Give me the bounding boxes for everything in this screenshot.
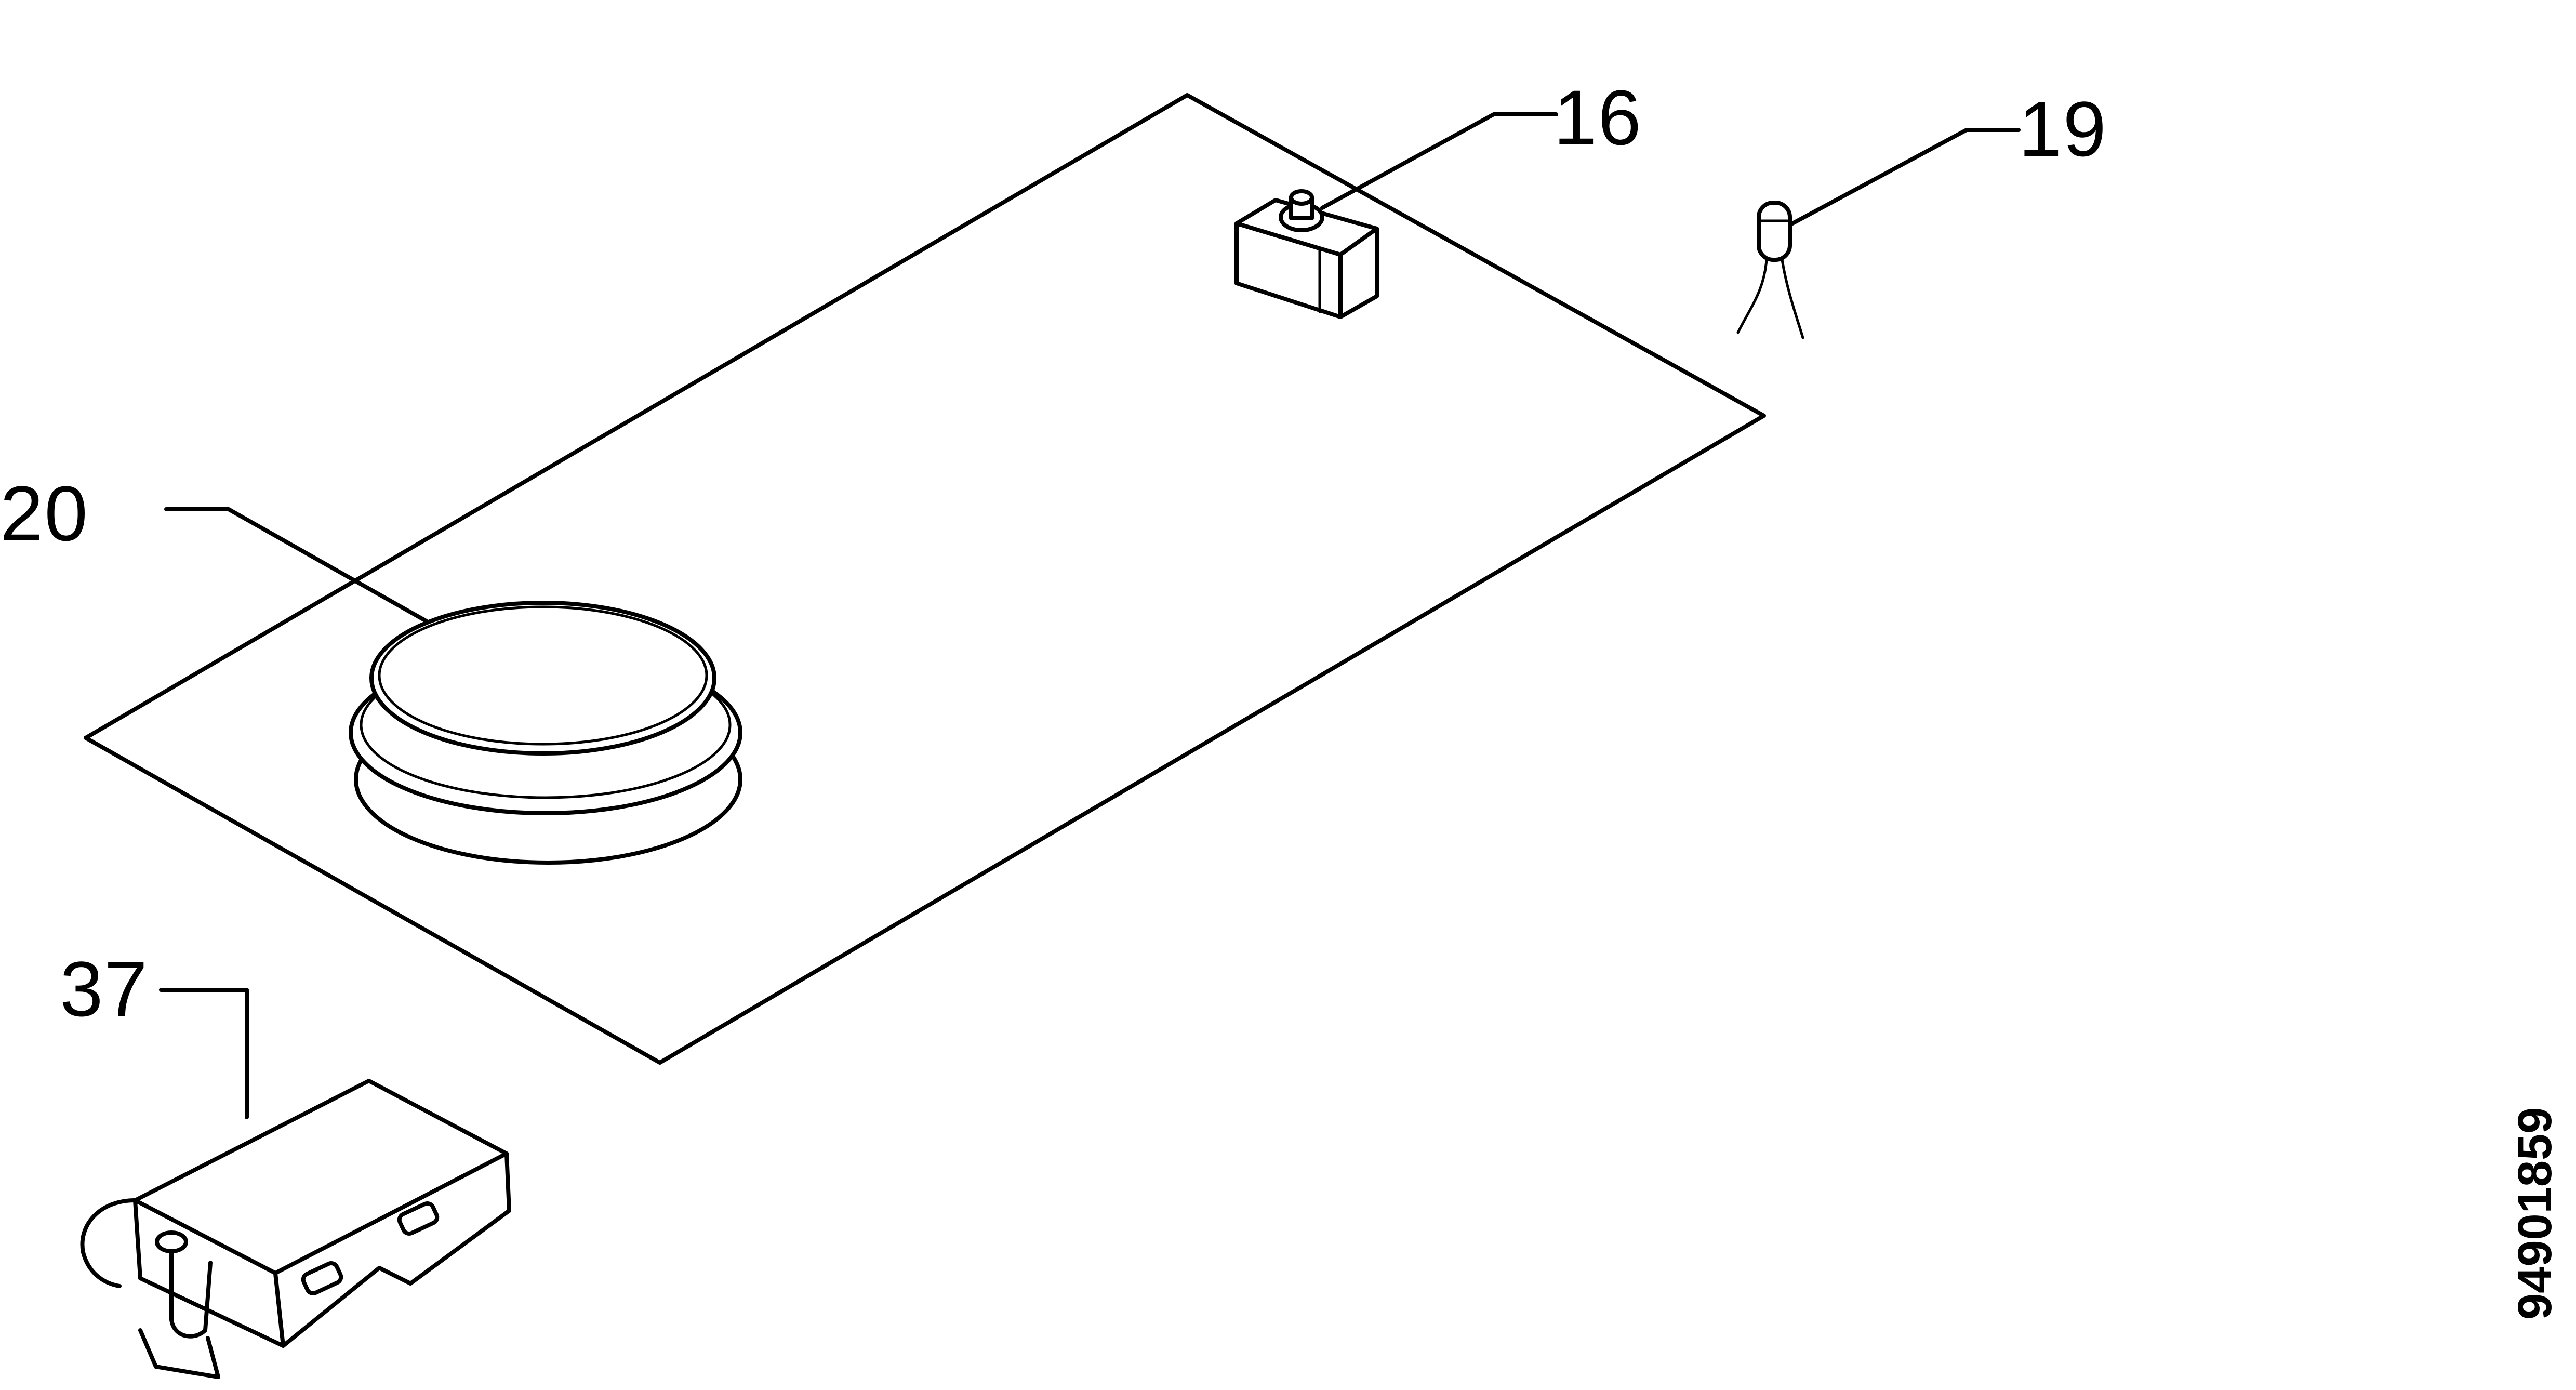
interlock-part-37	[80, 1079, 511, 1379]
callout-16: 16	[1553, 74, 1642, 161]
lamp-part-19	[1736, 201, 1804, 339]
leader-line-16	[1320, 112, 1558, 210]
callout-20: 20	[0, 470, 89, 557]
switch-part-16	[1234, 189, 1379, 319]
hotplate-part-20	[349, 601, 742, 865]
callout-19: 19	[2019, 85, 2107, 173]
hob-panel	[84, 93, 1766, 1065]
leader-line-20	[164, 507, 428, 623]
callout-37: 37	[60, 945, 149, 1032]
leader-line-19	[1790, 128, 2021, 226]
document-number: 94901859	[2508, 1107, 2561, 1320]
leader-line-37	[159, 988, 249, 1119]
